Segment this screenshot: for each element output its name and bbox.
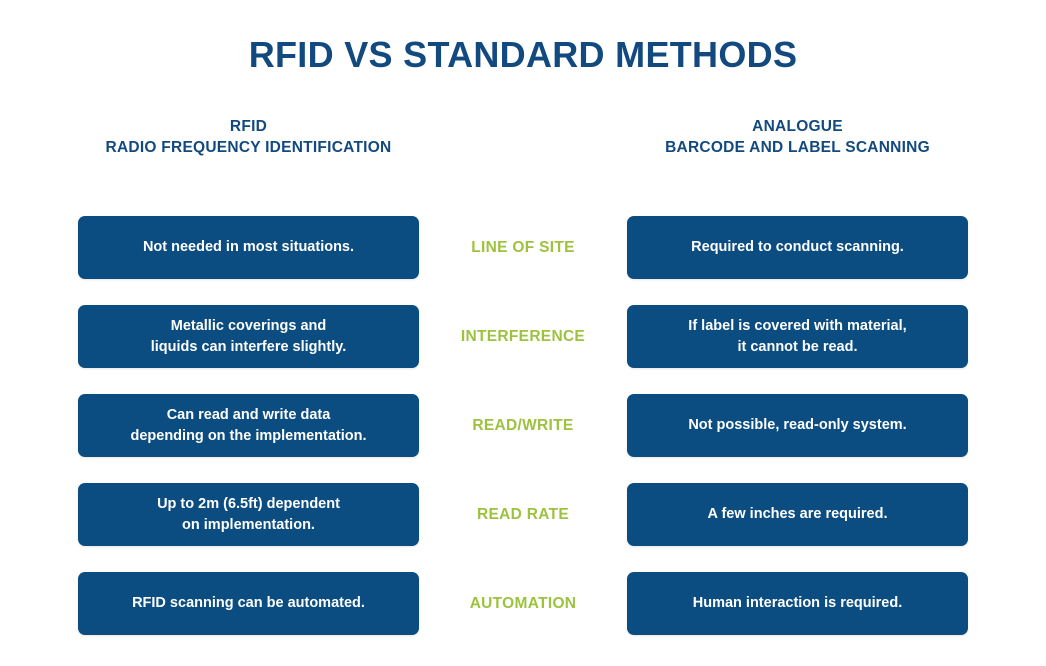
column-header-analogue-line1: ANALOGUE [752,118,843,135]
comparison-row: Not needed in most situations. LINE OF S… [0,216,1046,279]
rfid-cell-line1: Metallic coverings and [170,317,327,334]
analogue-cell: If label is covered with material, it ca… [627,305,968,368]
column-header-analogue: ANALOGUE BARCODE AND LABEL SCANNING [627,116,968,158]
rfid-cell-line2: liquids can interfere slightly. [150,338,347,355]
criterion-label: READ RATE [477,505,569,523]
rfid-cell-line1: Not needed in most situations. [142,239,355,255]
analogue-cell: Not possible, read-only system. [627,394,968,457]
analogue-cell-line2: it cannot be read. [737,338,858,355]
comparison-row: Metallic coverings and liquids can inter… [0,305,1046,368]
analogue-cell-line1: Human interaction is required. [692,595,903,611]
rfid-cell-line2: on implementation. [182,516,315,533]
criterion-label: LINE OF SITE [471,238,575,256]
criterion-label: AUTOMATION [469,594,577,612]
page-title: RFID VS STANDARD METHODS [248,34,798,75]
rfid-cell-line1: RFID scanning can be automated. [132,595,365,611]
rfid-cell: RFID scanning can be automated. [78,572,419,635]
rfid-cell: Not needed in most situations. [78,216,419,279]
rfid-cell-line2: depending on the implementation. [130,427,367,444]
analogue-cell: Required to conduct scanning. [627,216,968,279]
column-header-rfid-line1: RFID [229,118,268,135]
comparison-row: Up to 2m (6.5ft) dependent on implementa… [0,483,1046,546]
comparison-row: Can read and write data depending on the… [0,394,1046,457]
column-header-analogue-line2: BARCODE AND LABEL SCANNING [665,139,930,156]
comparison-rows: Not needed in most situations. LINE OF S… [0,216,1046,635]
rfid-cell: Up to 2m (6.5ft) dependent on implementa… [78,483,419,546]
analogue-cell-line1: A few inches are required. [707,506,888,522]
column-header-rfid-line2: RADIO FREQUENCY IDENTIFICATION [105,139,392,156]
analogue-cell-line1: Required to conduct scanning. [691,239,904,255]
analogue-cell: A few inches are required. [627,483,968,546]
criterion-label: INTERFERENCE [460,327,586,345]
comparison-row: RFID scanning can be automated. AUTOMATI… [0,572,1046,635]
analogue-cell-line1: Not possible, read-only system. [688,417,907,433]
criterion-label: READ/WRITE [472,416,574,434]
analogue-cell: Human interaction is required. [627,572,968,635]
rfid-cell: Can read and write data depending on the… [78,394,419,457]
rfid-cell: Metallic coverings and liquids can inter… [78,305,419,368]
column-header-rfid: RFID RADIO FREQUENCY IDENTIFICATION [78,116,419,158]
rfid-cell-line1: Can read and write data [166,406,331,423]
rfid-cell-line1: Up to 2m (6.5ft) dependent [157,495,340,512]
analogue-cell-line1: If label is covered with material, [688,317,907,334]
